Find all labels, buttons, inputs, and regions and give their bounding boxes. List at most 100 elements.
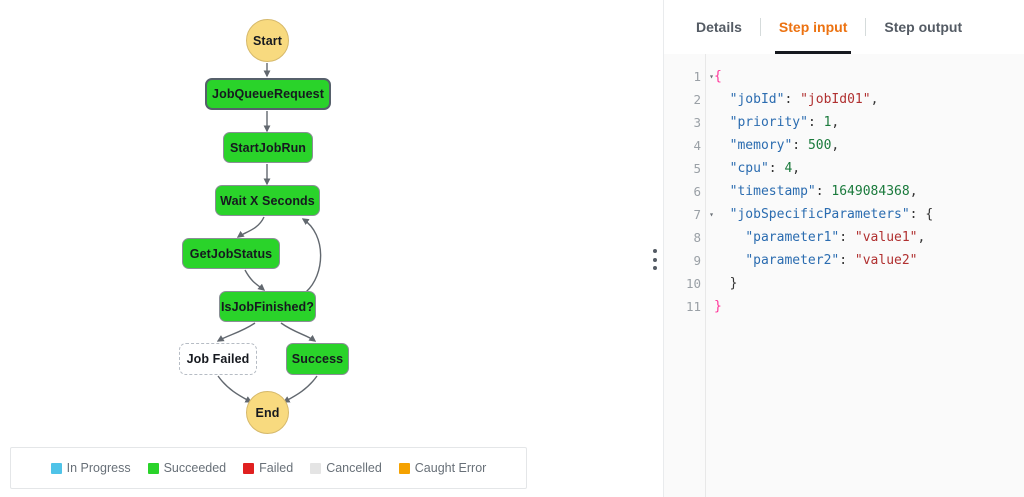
code-token: [714, 253, 745, 268]
graph-node-jobqueuerequest[interactable]: JobQueueRequest: [205, 78, 331, 110]
graph-node-isjobfinished[interactable]: IsJobFinished?: [219, 291, 316, 322]
code-content[interactable]: { "jobId": "jobId01", "priority": 1, "me…: [706, 54, 1024, 497]
legend-label: In Progress: [66, 461, 131, 475]
legend-swatch-cancelled: [310, 462, 322, 474]
code-token: [714, 161, 730, 176]
code-line: }: [714, 272, 1024, 295]
graph-node-label: Wait X Seconds: [220, 193, 315, 208]
chevron-down-icon[interactable]: ▾: [709, 71, 714, 81]
graph-node-getjobstatus[interactable]: GetJobStatus: [182, 238, 280, 269]
drag-handle-icon[interactable]: [652, 249, 657, 270]
tab-label: Details: [696, 19, 742, 35]
legend-item-succeeded: Succeeded: [147, 461, 227, 475]
line-number: 7▾: [693, 207, 714, 222]
code-token: "cpu": [729, 161, 769, 176]
tab-divider: [865, 18, 867, 36]
code-token: }: [729, 276, 738, 291]
code-token: 500: [807, 138, 832, 153]
legend-label: Failed: [259, 461, 294, 475]
legend-swatch-caught-error: [398, 462, 410, 474]
code-token: }: [714, 299, 722, 314]
code-line: }: [714, 295, 1024, 318]
code-token: :: [815, 184, 832, 199]
code-token: "parameter1": [745, 230, 840, 245]
chevron-down-icon[interactable]: ▾: [709, 209, 714, 219]
graph-canvas[interactable]: Start JobQueueRequest StartJobRun Wait X…: [0, 0, 645, 437]
panel-splitter[interactable]: [645, 0, 664, 497]
code-token: "jobSpecificParameters": [729, 207, 910, 222]
code-token: "value2": [854, 253, 918, 268]
graph-node-label: Job Failed: [186, 352, 250, 366]
graph-node-success[interactable]: Success: [286, 343, 349, 375]
graph-node-wait-x-seconds[interactable]: Wait X Seconds: [215, 185, 320, 216]
code-token: :: [784, 92, 801, 107]
code-token: :: [909, 207, 926, 222]
code-token: ,: [917, 230, 926, 245]
legend-swatch-in-progress: [50, 462, 62, 474]
line-number: 2: [693, 92, 701, 107]
code-line: "jobSpecificParameters": {: [714, 203, 1024, 226]
code-token: "priority": [729, 115, 808, 130]
graph-node-start[interactable]: Start: [246, 19, 289, 62]
legend-item-caught-error: Caught Error: [398, 461, 487, 475]
code-token: ,: [792, 161, 801, 176]
tab-step-input[interactable]: Step input: [761, 0, 865, 54]
graph-node-job-failed[interactable]: Job Failed: [179, 343, 257, 375]
code-token: 4: [784, 161, 793, 176]
graph-node-label: JobQueueRequest: [212, 87, 324, 101]
legend-item-cancelled: Cancelled: [310, 461, 382, 475]
line-number: 11: [685, 299, 701, 314]
code-token: ,: [909, 184, 918, 199]
code-token: ,: [831, 115, 840, 130]
line-number: 8: [693, 230, 701, 245]
code-line: "timestamp": 1649084368,: [714, 180, 1024, 203]
code-token: [714, 138, 730, 153]
graph-status-legend: In Progress Succeeded Failed Cancelled C…: [10, 447, 527, 489]
tab-divider: [759, 18, 761, 36]
code-token: "value1": [854, 230, 918, 245]
code-line: "cpu": 4,: [714, 157, 1024, 180]
code-token: 1: [823, 115, 832, 130]
line-number: 5: [693, 161, 701, 176]
code-token: {: [714, 69, 722, 84]
code-token: 1649084368: [831, 184, 910, 199]
line-number: 10: [685, 276, 701, 291]
drag-dot: [652, 249, 657, 253]
graph-node-label: Start: [253, 33, 282, 48]
workflow-graph-panel: Start JobQueueRequest StartJobRun Wait X…: [0, 0, 645, 489]
graph-node-label: IsJobFinished?: [220, 299, 315, 314]
legend-label: Caught Error: [414, 461, 487, 475]
code-token: :: [839, 230, 855, 245]
code-token: "timestamp": [729, 184, 816, 199]
tab-step-output[interactable]: Step output: [866, 0, 980, 54]
code-line: {: [714, 65, 1024, 88]
drag-dot: [652, 266, 657, 270]
code-token: :: [768, 161, 785, 176]
code-token: :: [807, 115, 824, 130]
code-token: :: [839, 253, 855, 268]
line-number: 3: [693, 115, 701, 130]
code-token: [714, 92, 730, 107]
code-token: [714, 207, 730, 222]
code-token: "jobId": [729, 92, 785, 107]
code-token: [714, 115, 730, 130]
legend-item-in-progress: In Progress: [50, 461, 131, 475]
line-number: 9: [693, 253, 701, 268]
graph-node-label: GetJobStatus: [189, 246, 273, 261]
code-token: :: [792, 138, 808, 153]
tab-label: Step input: [778, 19, 848, 35]
tab-details[interactable]: Details: [678, 0, 760, 54]
code-token: ,: [831, 138, 840, 153]
code-line: "jobId": "jobId01",: [714, 88, 1024, 111]
legend-swatch-failed: [243, 462, 255, 474]
code-line: "memory": 500,: [714, 134, 1024, 157]
code-token: "jobId01": [800, 92, 871, 107]
legend-label: Succeeded: [163, 461, 227, 475]
graph-node-startjobrun[interactable]: StartJobRun: [223, 132, 313, 163]
code-token: "parameter2": [745, 253, 840, 268]
graph-node-end[interactable]: End: [246, 391, 289, 434]
